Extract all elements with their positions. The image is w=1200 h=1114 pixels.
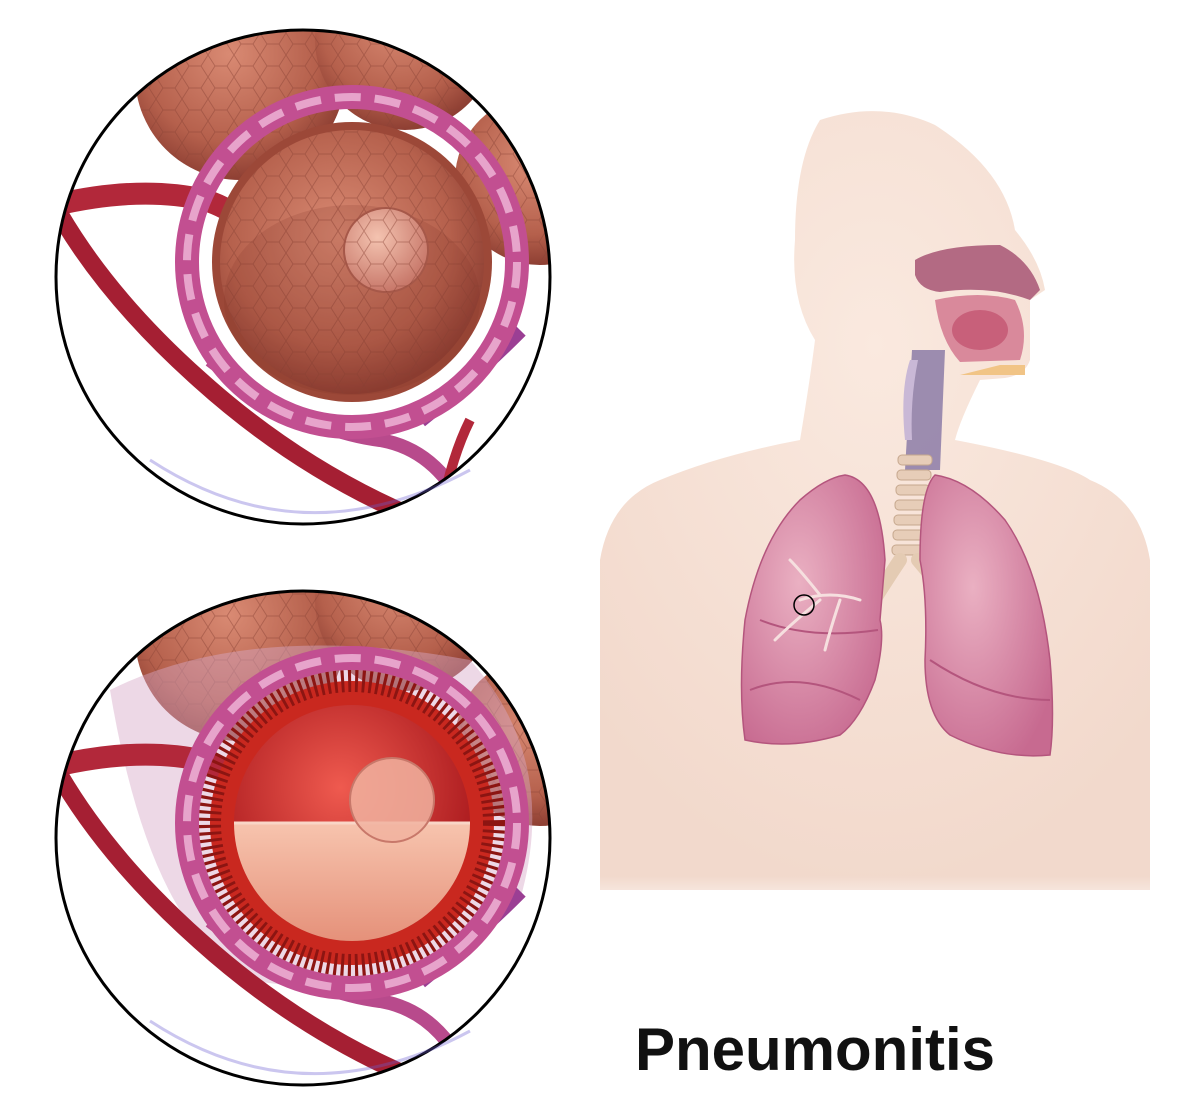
human-torso-figure [590,111,1170,920]
magnifier-circle-marker [793,594,815,616]
inflamed-alveolus-panel [54,589,552,1087]
left-lung [919,474,1054,757]
trachea-rings [891,454,933,556]
page-title: Pneumonitis [635,1016,995,1083]
normal-alveolus-panel [54,28,552,526]
